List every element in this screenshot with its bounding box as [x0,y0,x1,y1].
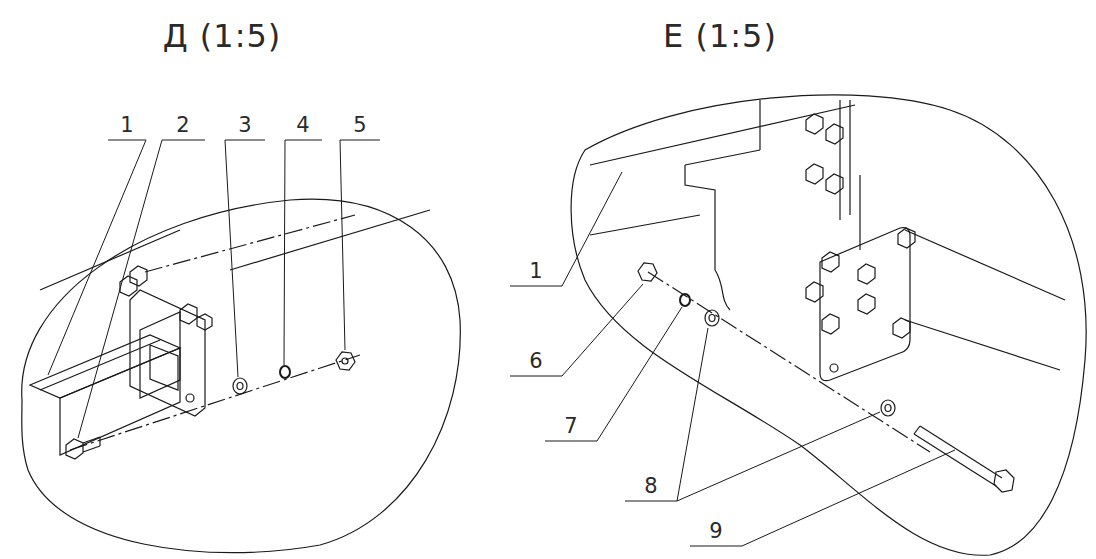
washer [881,400,895,416]
long-bolt [914,426,1014,492]
post-edge [839,100,840,220]
callout-number: 1 [529,261,542,282]
tube-opening [150,345,178,390]
axis-line [70,355,360,450]
callout-number: 5 [353,115,366,136]
callout-number: 3 [238,115,251,136]
beam-edge [759,100,760,150]
bolt-hole [186,394,194,402]
callout-number: 1 [120,115,133,136]
detail-outline [22,199,461,553]
washer [237,383,243,390]
bolt [66,437,100,459]
view-title: Д (1:5) [163,20,282,52]
washer [885,405,891,412]
frame-edge [230,210,430,270]
washer [709,315,715,322]
flange-plate [820,228,910,381]
callout-number: 2 [176,115,189,136]
washer [233,378,247,394]
nut [336,352,355,370]
post-edge [859,175,860,250]
tube-line [40,340,160,390]
tube-side [60,348,180,455]
callout-number: 6 [529,351,542,372]
axis-line [145,215,355,272]
nut-hole [342,358,348,364]
beam-edge [590,105,855,165]
frame-edge [905,230,1065,300]
frame-edge [40,230,180,290]
washer [705,310,719,326]
bolt-hole [830,364,838,372]
tube-end [140,312,180,398]
bolt-heads [806,114,843,194]
detail-d [22,140,461,553]
spring-washer [280,366,290,378]
post-edge [849,100,850,215]
detail-e [510,95,1086,555]
beam-cut [685,165,730,310]
callout-number: 9 [709,521,722,542]
nut [638,263,657,281]
beam-edge [685,150,760,165]
flange-plate [130,290,205,416]
bolt-heads [806,228,915,338]
leader-lines [510,172,955,546]
callout-number: 4 [296,115,309,136]
frame-edge [905,320,1060,370]
view-title: Е (1:5) [663,20,777,52]
spring-washer [680,294,690,306]
detail-outline [571,95,1086,555]
bolt-heads [120,266,212,330]
tube-top [30,335,180,398]
callout-number: 8 [644,476,657,497]
leader-lines [48,140,380,438]
callout-number: 7 [564,416,577,437]
beam-edge [590,215,700,235]
